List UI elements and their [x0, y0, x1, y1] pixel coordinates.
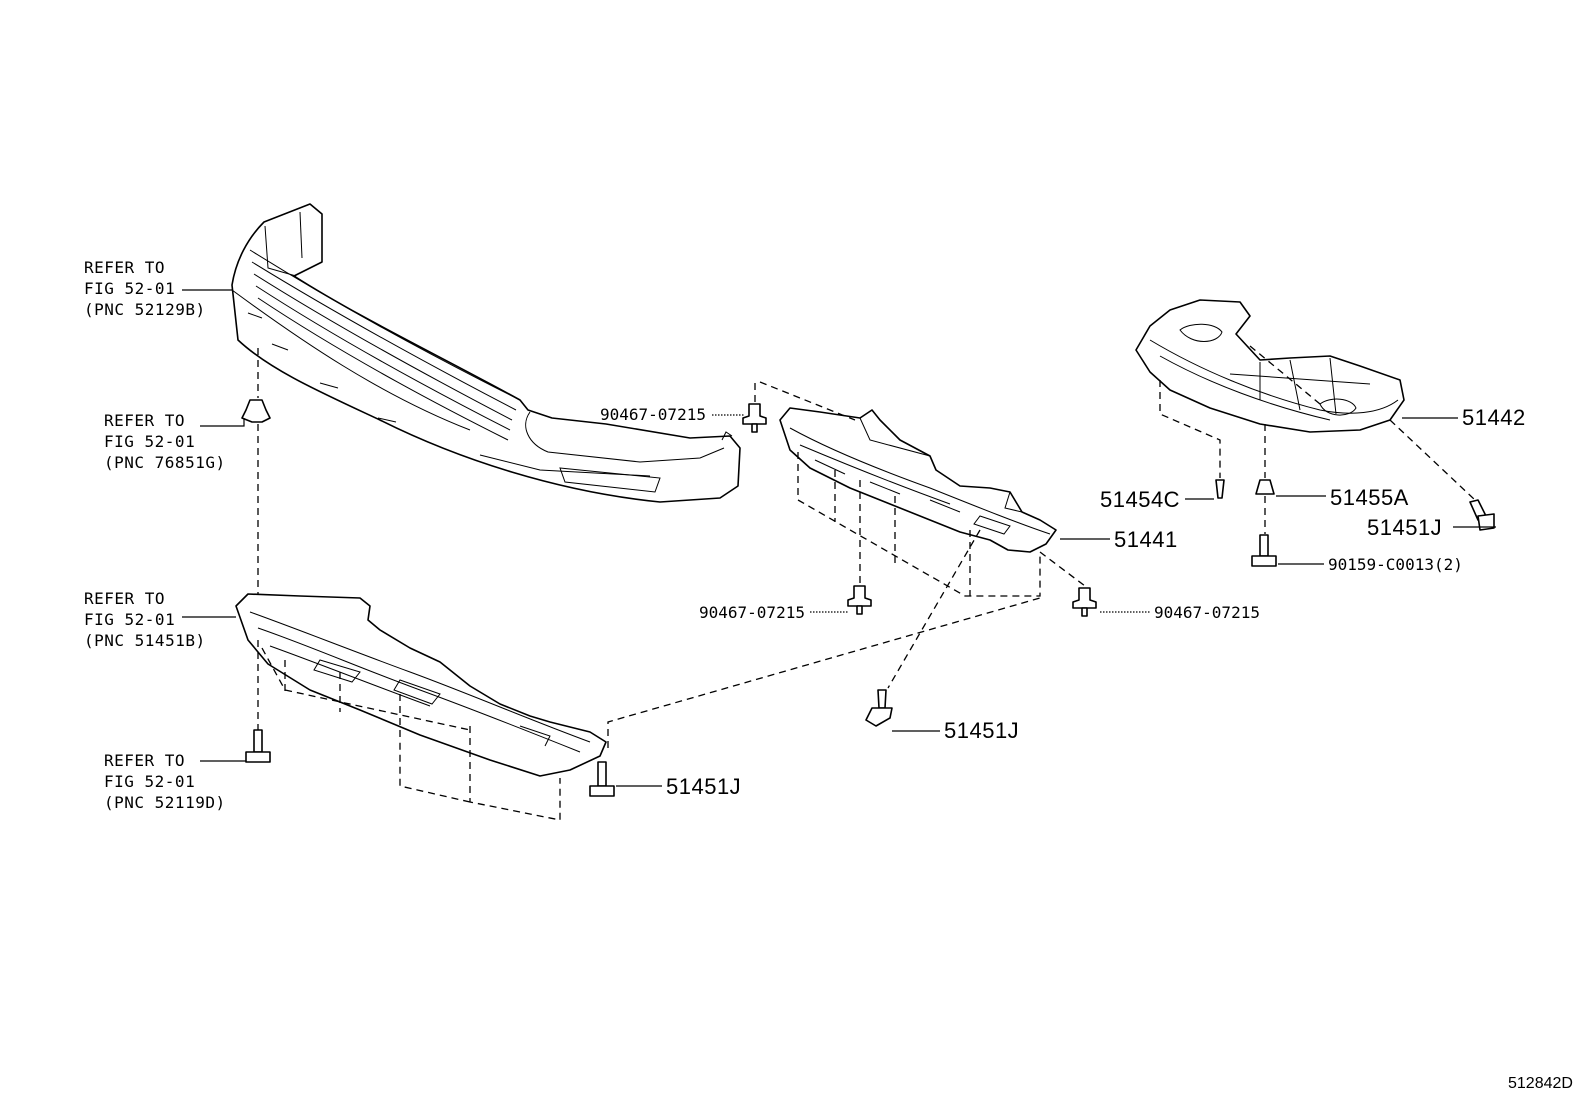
part-label-51454c[interactable]: 51454C	[1100, 487, 1181, 512]
assembly-lines	[257, 345, 1476, 821]
part-label-51442[interactable]: 51442	[1462, 405, 1526, 430]
part-label-90159[interactable]: 90159-C0013(2)	[1328, 555, 1463, 574]
part-label-51451j-center[interactable]: 51451J	[944, 718, 1020, 743]
refer-bolt-line1: REFER TO	[104, 751, 186, 770]
refer-bumper-line2: FIG 52-01	[84, 279, 176, 298]
part-label-90467-center[interactable]: 90467-07215	[699, 603, 805, 622]
part-label-51441[interactable]: 51441	[1114, 527, 1178, 552]
part-label-51451j-right[interactable]: 51451J	[1367, 515, 1443, 540]
center-under-cover	[779, 407, 1057, 553]
refer-front-cover-line1: REFER TO	[84, 589, 166, 608]
part-label-51451j-lower[interactable]: 51451J	[666, 774, 742, 799]
clip-76851g	[241, 399, 271, 423]
refer-bolt-line3: (PNC 52119D)	[104, 793, 226, 812]
front-under-cover	[235, 593, 607, 777]
fasteners	[245, 403, 1495, 797]
refer-bumper-line1: REFER TO	[84, 258, 166, 277]
part-label-90467-top[interactable]: 90467-07215	[600, 405, 706, 424]
refer-bolt-line2: FIG 52-01	[104, 772, 196, 791]
leader-lines	[182, 289, 1496, 787]
rear-under-cover	[1135, 299, 1405, 433]
refer-front-cover-line3: (PNC 51451B)	[84, 631, 206, 650]
bumper-cover	[231, 203, 741, 503]
refer-clip-line3: (PNC 76851G)	[104, 453, 226, 472]
refer-front-cover-line2: FIG 52-01	[84, 610, 176, 629]
diagram-code: 512842D	[1508, 1075, 1573, 1092]
refer-clip-line1: REFER TO	[104, 411, 186, 430]
refer-bumper-line3: (PNC 52129B)	[84, 300, 206, 319]
part-label-90467-right[interactable]: 90467-07215	[1154, 603, 1260, 622]
refer-clip-line2: FIG 52-01	[104, 432, 196, 451]
part-label-51455a[interactable]: 51455A	[1330, 485, 1409, 510]
